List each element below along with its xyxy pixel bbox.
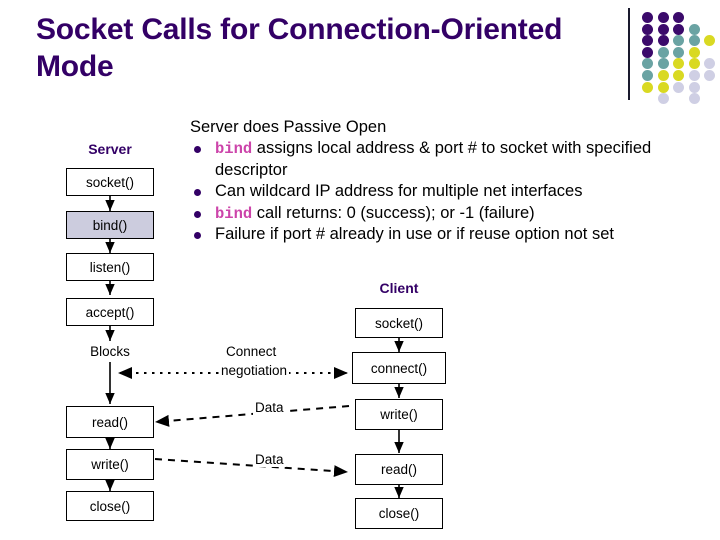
page-title: Socket Calls for Connection-Oriented Mod… bbox=[36, 13, 563, 83]
deco-dot bbox=[688, 58, 700, 70]
deco-dot bbox=[688, 23, 700, 35]
server-node-listen: listen() bbox=[66, 253, 154, 281]
deco-dot bbox=[673, 70, 684, 81]
deco-dot bbox=[657, 23, 669, 35]
bullet-text: assigns local address & port # to socket… bbox=[215, 139, 652, 179]
edge-label-connect-line1: Connect bbox=[224, 344, 279, 359]
bullet-bind-assigns: bind assigns local address & port # to s… bbox=[190, 138, 690, 181]
deco-dot bbox=[642, 12, 653, 23]
deco-dot bbox=[642, 70, 653, 81]
deco-dot bbox=[657, 93, 669, 105]
bullet-content-block: Server does Passive Open bind assigns lo… bbox=[190, 117, 690, 246]
deco-dot bbox=[657, 35, 669, 47]
deco-dot bbox=[657, 12, 669, 23]
deco-dot bbox=[673, 12, 684, 23]
bullet-failure: Failure if port # already in use or if r… bbox=[190, 224, 690, 245]
deco-dot bbox=[673, 46, 684, 58]
bullet-bind-returns: bind call returns: 0 (success); or -1 (f… bbox=[190, 203, 690, 224]
client-node-socket: socket() bbox=[355, 308, 443, 338]
bullet-marker-icon bbox=[194, 232, 201, 240]
bullet-marker-icon bbox=[194, 189, 201, 197]
deco-dot bbox=[704, 35, 715, 47]
client-node-close: close() bbox=[355, 498, 443, 529]
bullet-text: Can wildcard IP address for multiple net… bbox=[215, 182, 583, 201]
edge-label-data-1: Data bbox=[253, 400, 286, 415]
server-node-close: close() bbox=[66, 491, 154, 521]
deco-dot bbox=[704, 58, 715, 70]
deco-dot bbox=[642, 58, 653, 70]
deco-dot bbox=[673, 81, 684, 93]
deco-dot bbox=[657, 58, 669, 70]
client-node-read: read() bbox=[355, 454, 443, 485]
server-node-write: write() bbox=[66, 449, 154, 480]
deco-dot bbox=[688, 35, 700, 47]
server-column-heading: Server bbox=[88, 141, 132, 157]
code-keyword: bind bbox=[215, 140, 253, 159]
deco-dot bbox=[642, 23, 653, 35]
lead-text: Server does Passive Open bbox=[190, 118, 387, 136]
deco-dot bbox=[673, 58, 684, 70]
bullet-text: Failure if port # already in use or if r… bbox=[215, 225, 614, 244]
server-node-read: read() bbox=[66, 406, 154, 438]
bullet-text: call returns: 0 (success); or -1 (failur… bbox=[252, 203, 535, 222]
deco-dot bbox=[642, 81, 653, 93]
vertical-rule bbox=[628, 8, 630, 100]
deco-dot bbox=[704, 70, 715, 81]
dot-grid-decoration bbox=[628, 8, 720, 105]
deco-dot bbox=[642, 46, 653, 58]
deco-dot bbox=[673, 23, 684, 35]
deco-dot bbox=[642, 35, 653, 47]
server-node-bind: bind() bbox=[66, 211, 154, 239]
deco-dot bbox=[688, 70, 700, 81]
server-node-blocks: Blocks bbox=[90, 344, 130, 359]
deco-dot bbox=[688, 81, 700, 93]
server-node-accept: accept() bbox=[66, 298, 154, 326]
bullet-marker-icon bbox=[194, 210, 201, 218]
client-node-write: write() bbox=[355, 399, 443, 430]
bullet-marker-icon bbox=[194, 146, 201, 154]
deco-dot bbox=[657, 81, 669, 93]
bullet-list: bind assigns local address & port # to s… bbox=[190, 138, 690, 245]
edge-label-connect-line2: negotiation bbox=[219, 363, 290, 378]
deco-dot bbox=[673, 35, 684, 47]
deco-dot bbox=[657, 46, 669, 58]
server-node-socket: socket() bbox=[66, 168, 154, 196]
client-column-heading: Client bbox=[379, 280, 419, 296]
bullet-wildcard: Can wildcard IP address for multiple net… bbox=[190, 181, 690, 202]
edge-label-data-2: Data bbox=[253, 452, 286, 467]
deco-dot bbox=[688, 93, 700, 105]
deco-dot bbox=[688, 46, 700, 58]
code-keyword: bind bbox=[215, 204, 253, 223]
deco-dot bbox=[657, 70, 669, 81]
client-node-connect: connect() bbox=[352, 352, 446, 384]
